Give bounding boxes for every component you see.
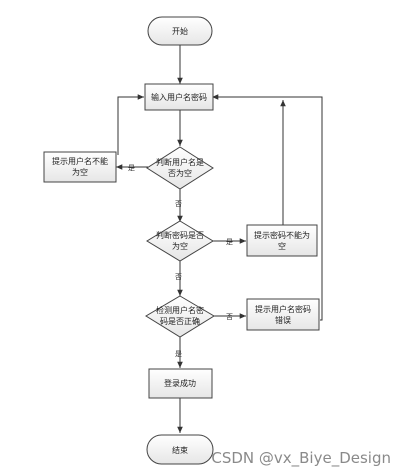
node-verify-line2: 码是否正确 bbox=[160, 316, 200, 326]
edge-label-username-yes: 是 bbox=[128, 164, 135, 172]
node-check-password-line2: 为空 bbox=[172, 241, 188, 251]
watermark-text: CSDN @vx_Biye_Design bbox=[211, 449, 391, 467]
node-login-success: 登录成功 bbox=[148, 368, 213, 399]
node-credentials-wrong-line2: 错误 bbox=[275, 315, 291, 325]
edge-label-password-no: 否 bbox=[175, 273, 182, 281]
node-password-empty-line1: 提示密码不能为 bbox=[254, 230, 310, 240]
node-verify-line1: 检测用户名密 bbox=[156, 305, 204, 315]
node-username-empty: 提示用户名不能 为空 bbox=[43, 151, 117, 183]
node-end-label: 结束 bbox=[172, 445, 188, 455]
node-end: 结束 bbox=[146, 434, 214, 465]
node-login-success-label: 登录成功 bbox=[164, 378, 196, 388]
node-start: 开始 bbox=[147, 16, 213, 46]
node-check-username: 判断用户名是 否为空 bbox=[146, 146, 214, 190]
node-credentials-wrong-line1: 提示用户名密码 bbox=[255, 304, 311, 314]
node-password-empty: 提示密码不能为 空 bbox=[246, 224, 318, 257]
node-start-label: 开始 bbox=[172, 26, 188, 36]
edge-userempty-input bbox=[117, 94, 144, 155]
node-credentials-wrong: 提示用户名密码 错误 bbox=[246, 298, 320, 331]
edge-label-verify-yes: 是 bbox=[175, 350, 182, 358]
node-check-password-line1: 判断密码是否 bbox=[156, 230, 204, 240]
node-username-empty-line2: 为空 bbox=[72, 167, 88, 177]
edge-label-verify-no: 否 bbox=[226, 313, 233, 321]
edge-label-username-no: 否 bbox=[175, 200, 182, 208]
node-username-empty-line1: 提示用户名不能 bbox=[52, 156, 108, 166]
node-check-username-line2: 否为空 bbox=[168, 168, 192, 178]
node-input: 输入用户名密码 bbox=[144, 83, 214, 111]
edge-label-password-yes: 是 bbox=[226, 238, 233, 246]
node-input-label: 输入用户名密码 bbox=[151, 92, 207, 102]
node-check-username-line1: 判断用户名是 bbox=[156, 157, 204, 167]
edge-wrong-input bbox=[212, 94, 323, 321]
node-password-empty-line2: 空 bbox=[278, 241, 286, 251]
node-verify-credentials: 检测用户名密 码是否正确 bbox=[145, 295, 215, 338]
node-check-password: 判断密码是否 为空 bbox=[146, 220, 214, 262]
